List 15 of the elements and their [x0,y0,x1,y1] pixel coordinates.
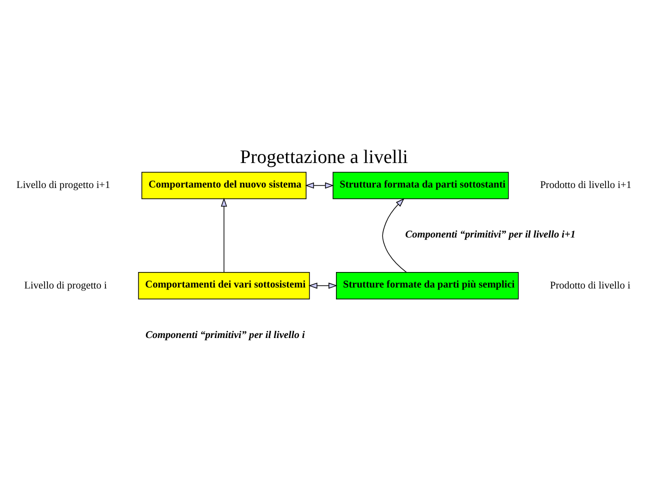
arrow [305,182,334,188]
label: Prodotto di livello i+1 [540,180,632,191]
label: Livello di progetto i [24,280,107,291]
node-box: Comportamenti dei vari sottosistemi [138,272,310,299]
node-box: Strutture formate da parti più semplici [336,272,519,299]
node-box: Struttura formata da parti sottostanti [332,171,509,199]
label: Componenti “primitivi” per il livello i+1 [405,229,576,240]
label: Componenti “primitivi” per il livello i [146,329,305,340]
label: Livello di progetto i+1 [16,180,110,191]
node-box: Comportamento del nuovo sistema [141,171,306,199]
arrow [220,197,228,272]
arrow [382,198,407,272]
label: Prodotto di livello i [550,280,630,291]
arrow [308,282,338,288]
diagram-title: Progettazione a livelli [240,146,408,168]
